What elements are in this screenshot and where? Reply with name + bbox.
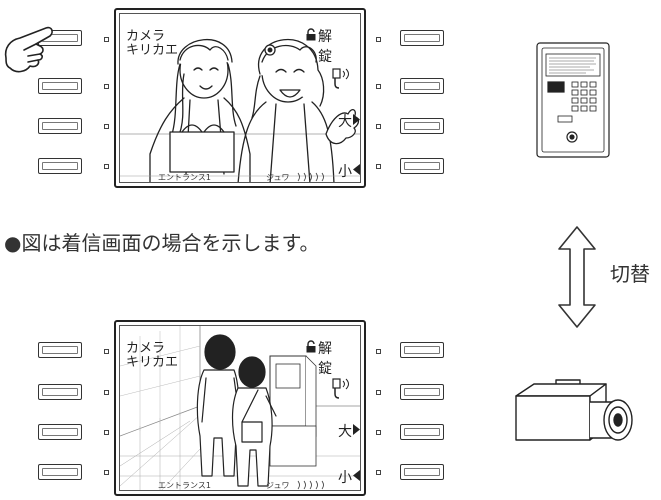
right-button-4[interactable] [400,158,444,174]
left-indicator-2 [104,84,109,89]
left-button-3[interactable] [38,118,82,134]
security-camera-icon [515,379,633,441]
volume-down-label: 小 [338,164,352,180]
speaker-icon [332,378,349,399]
right-button-3[interactable] [400,424,444,440]
left-indicator-1 [104,349,109,354]
triangle-right-icon [353,114,360,125]
left-indicator-4 [104,470,109,475]
left-button-4[interactable] [38,158,82,174]
left-indicator-4 [104,164,109,169]
call-status-label: ジュワ [266,481,290,490]
right-indicator-1 [376,349,381,354]
right-button-1[interactable] [400,342,444,358]
triangle-left-icon [353,470,360,481]
pointing-hand-icon [4,26,53,73]
triangle-left-icon [353,164,360,175]
left-button-3[interactable] [38,424,82,440]
padlock-icon [306,340,316,353]
screen-bottom: カメラ キリカエ 解錠 大 小 [114,320,366,496]
left-button-1[interactable] [38,342,82,358]
right-indicator-3 [376,430,381,435]
left-indicator-3 [104,430,109,435]
caption-text: ●図は着信画面の場合を示します。 [4,231,320,255]
ringing-waves-icon [297,480,324,490]
right-button-2[interactable] [400,78,444,94]
right-indicator-3 [376,124,381,129]
double-vertical-arrow-icon [558,226,596,328]
right-indicator-4 [376,164,381,169]
right-button-1[interactable] [400,30,444,46]
entrance-panel-icon [536,42,610,158]
left-button-2[interactable] [38,78,82,94]
left-indicator-2 [104,390,109,395]
right-indicator-2 [376,390,381,395]
monitor-top: カメラ キリカエ 解錠 大 小 [0,0,661,200]
call-status-label: ジュワ [266,173,290,182]
screen-top: カメラ キリカエ 解錠 大 小 [114,8,366,188]
right-indicator-2 [376,84,381,89]
right-indicator-4 [376,470,381,475]
left-indicator-1 [104,37,109,42]
screen-top-view: カメラ キリカエ 解錠 大 小 [119,13,361,183]
monitor-bottom: カメラ キリカエ 解錠 大 小 [0,310,661,500]
left-button-4[interactable] [38,464,82,480]
video-image-visitors [120,38,360,182]
right-button-4[interactable] [400,464,444,480]
triangle-right-icon [353,424,360,435]
right-button-2[interactable] [400,384,444,400]
unlock-label: 解錠 [318,29,332,65]
left-indicator-3 [104,124,109,129]
volume-down-label: 小 [338,470,352,486]
camera-switch-label: カメラ キリカエ [126,341,179,370]
screen-bottom-view: カメラ キリカエ 解錠 大 小 [119,325,361,491]
ringing-waves-icon [297,172,324,182]
speaker-icon [332,68,349,89]
video-image-lobby [120,326,360,490]
left-button-2[interactable] [38,384,82,400]
switch-label: 切替 [610,262,650,286]
right-button-3[interactable] [400,118,444,134]
right-indicator-1 [376,37,381,42]
volume-up-label: 大 [338,114,352,130]
volume-up-label: 大 [338,424,352,440]
padlock-icon [306,28,316,41]
camera-switch-label: カメラ キリカエ [126,29,179,58]
unlock-label: 解錠 [318,341,332,377]
entrance-name-label: エントランス1 [158,173,211,182]
entrance-name-label: エントランス1 [158,481,211,490]
